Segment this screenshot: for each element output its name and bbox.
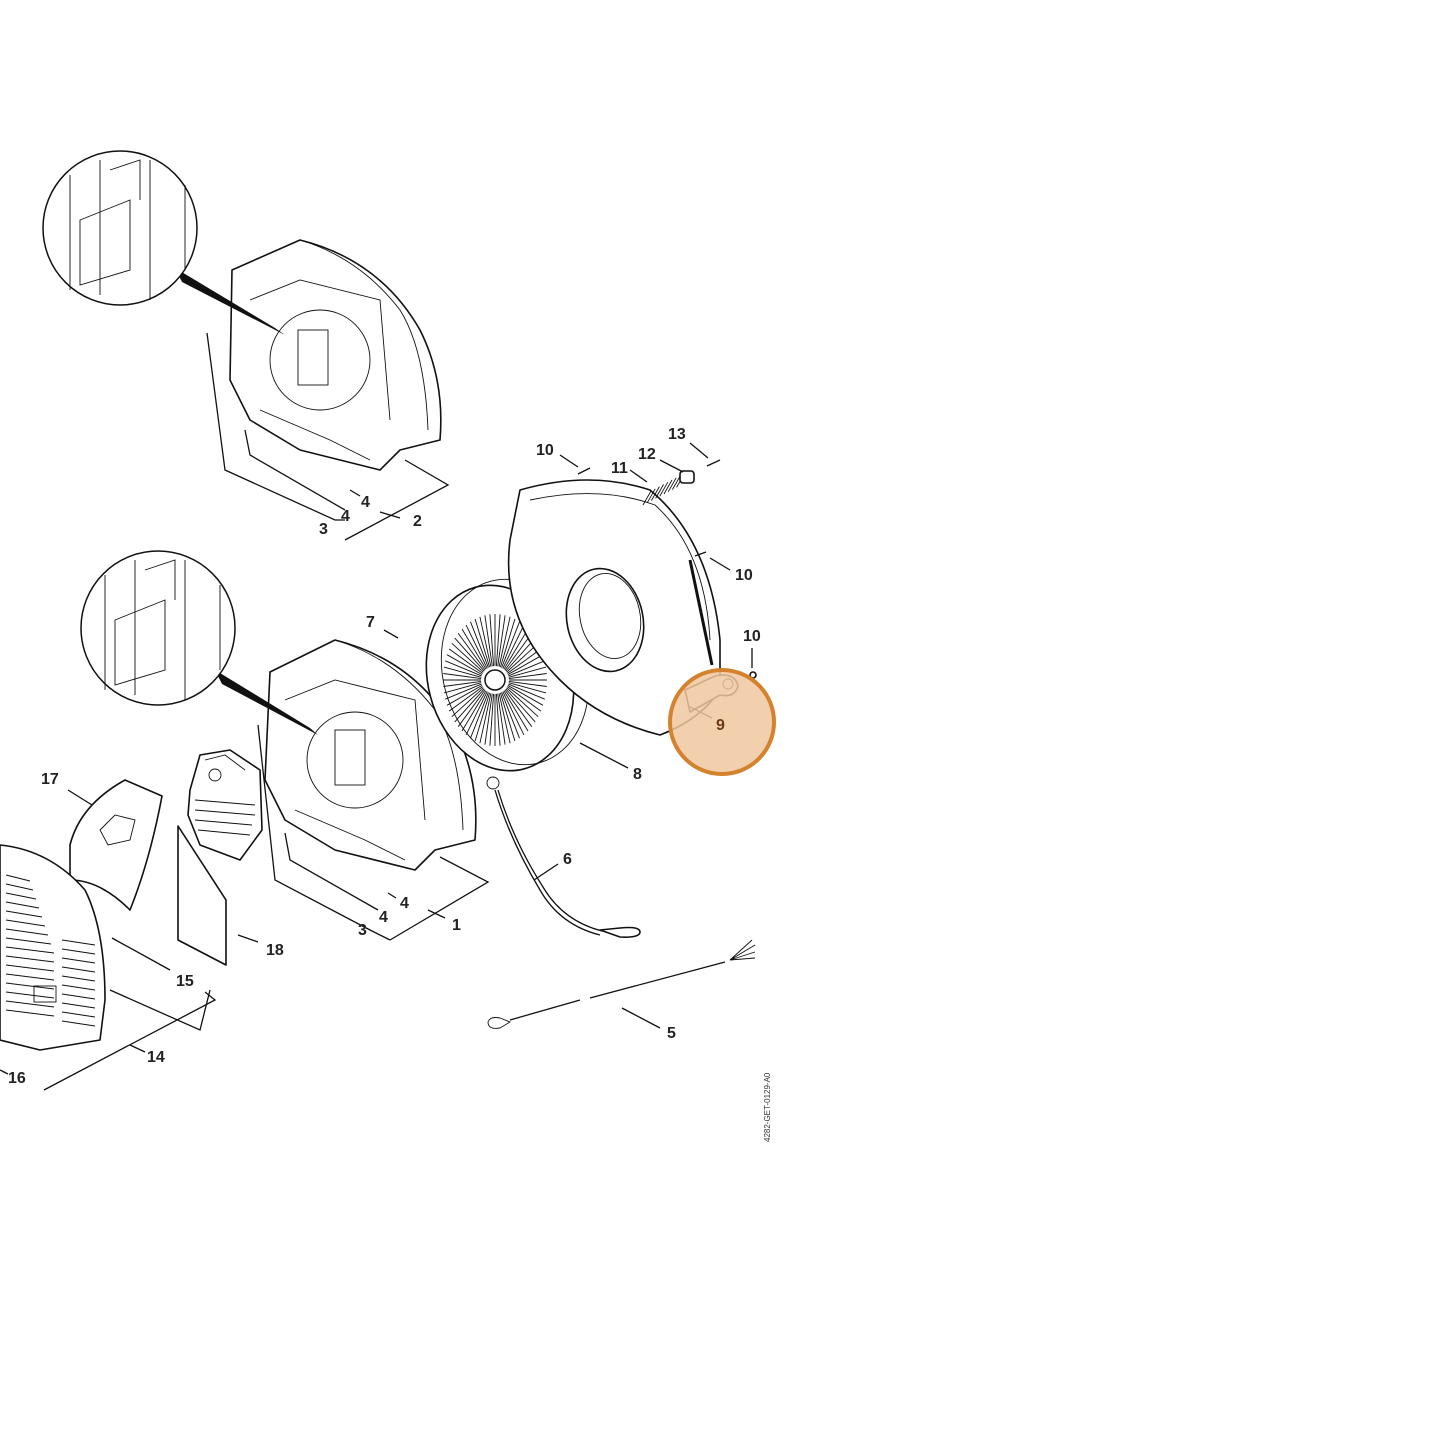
- label-part-10-low[interactable]: 10: [743, 628, 761, 645]
- shroud-part-14: [0, 844, 106, 1051]
- lower-housing-part-1: [264, 639, 477, 871]
- label-part-1[interactable]: 1: [452, 917, 461, 934]
- drawing-code: 4282-GET-0129-A0: [763, 1072, 772, 1142]
- lower-detail-magnifier: [80, 550, 318, 735]
- plug-part-12: [679, 470, 695, 484]
- label-part-3-upper[interactable]: 3: [319, 521, 328, 538]
- label-part-8[interactable]: 8: [633, 766, 642, 783]
- label-part-5[interactable]: 5: [667, 1025, 676, 1042]
- label-part-4-lower-b[interactable]: 4: [379, 909, 388, 926]
- label-part-9[interactable]: 9: [716, 717, 725, 734]
- label-part-7[interactable]: 7: [366, 614, 375, 631]
- insulation-part-17: [69, 779, 163, 911]
- label-part-11[interactable]: 11: [611, 460, 628, 477]
- cable-part-5: [487, 939, 756, 1029]
- fan-cover: [507, 479, 721, 736]
- plate-part-18: [177, 825, 227, 966]
- part-labels: 1 2 3 3 4 4 4 4 5 6 7 8 10 10 10 11 12 1…: [8, 426, 761, 1087]
- upper-detail-magnifier: [42, 150, 285, 335]
- label-part-15[interactable]: 15: [176, 973, 194, 990]
- label-part-6[interactable]: 6: [563, 851, 572, 868]
- screw-part-13: [706, 459, 721, 467]
- highlight-circle[interactable]: [668, 668, 776, 776]
- screw-part-10-mid: [694, 551, 707, 557]
- label-part-12[interactable]: 12: [638, 446, 656, 463]
- label-part-16[interactable]: 16: [8, 1070, 26, 1087]
- engine: [187, 749, 263, 861]
- label-part-14[interactable]: 14: [147, 1049, 165, 1066]
- cable-part-6: [486, 776, 641, 938]
- label-part-4-upper-a[interactable]: 4: [361, 494, 370, 511]
- label-part-13[interactable]: 13: [668, 426, 686, 443]
- label-part-17[interactable]: 17: [41, 771, 59, 788]
- leader-lines: [0, 332, 753, 1091]
- label-part-10-top[interactable]: 10: [536, 442, 554, 459]
- screw-part-10-top: [577, 467, 591, 475]
- label-part-4-lower-a[interactable]: 4: [400, 895, 409, 912]
- label-part-10-mid[interactable]: 10: [735, 567, 753, 584]
- label-part-18[interactable]: 18: [266, 942, 284, 959]
- label-part-3-lower[interactable]: 3: [358, 922, 367, 939]
- label-part-2[interactable]: 2: [413, 513, 422, 530]
- upper-housing-part-2: [229, 239, 442, 471]
- label-part-4-upper-b[interactable]: 4: [341, 508, 350, 525]
